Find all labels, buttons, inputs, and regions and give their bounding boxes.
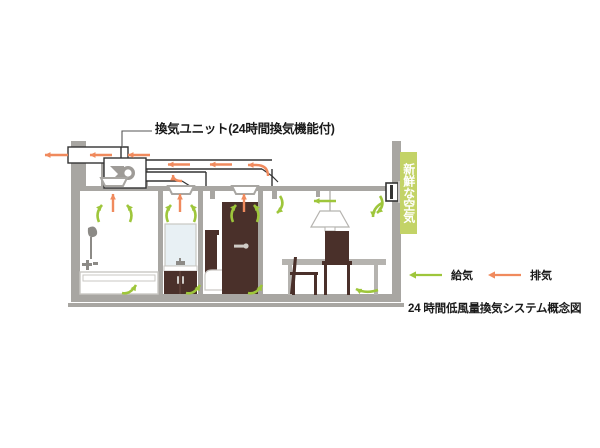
supply-air-arrows xyxy=(96,195,384,295)
room-toilet xyxy=(204,202,258,294)
legend-label-exhaust: 排気 xyxy=(530,270,552,282)
ventilation-unit-label: 換気ユニット(24時間換気機能付) xyxy=(155,122,335,136)
diagram-caption: 24 時間低風量換気システム概念図 xyxy=(408,303,582,315)
unit-label-leader-line xyxy=(121,130,152,146)
fresh-air-badge: 新鮮な空気 xyxy=(400,152,417,234)
legend-row: 給気 排気 xyxy=(408,265,588,285)
legend-label-supply: 給気 xyxy=(451,270,473,282)
exterior-wall-vent xyxy=(385,181,401,203)
legend-item-exhaust: 排気 xyxy=(487,267,552,283)
exhaust-duct-network xyxy=(67,146,279,187)
legend-item-supply: 給気 xyxy=(408,267,473,283)
exhaust-air-arrows xyxy=(44,152,270,212)
room-bathroom xyxy=(79,226,159,295)
exhaust-arrow-icon xyxy=(488,271,521,279)
legend: 給気 排気 xyxy=(408,265,588,311)
supply-arrow-icon xyxy=(409,271,442,279)
room-dining xyxy=(282,191,386,295)
ceiling-diffusers xyxy=(99,177,320,199)
room-washroom xyxy=(163,223,198,294)
